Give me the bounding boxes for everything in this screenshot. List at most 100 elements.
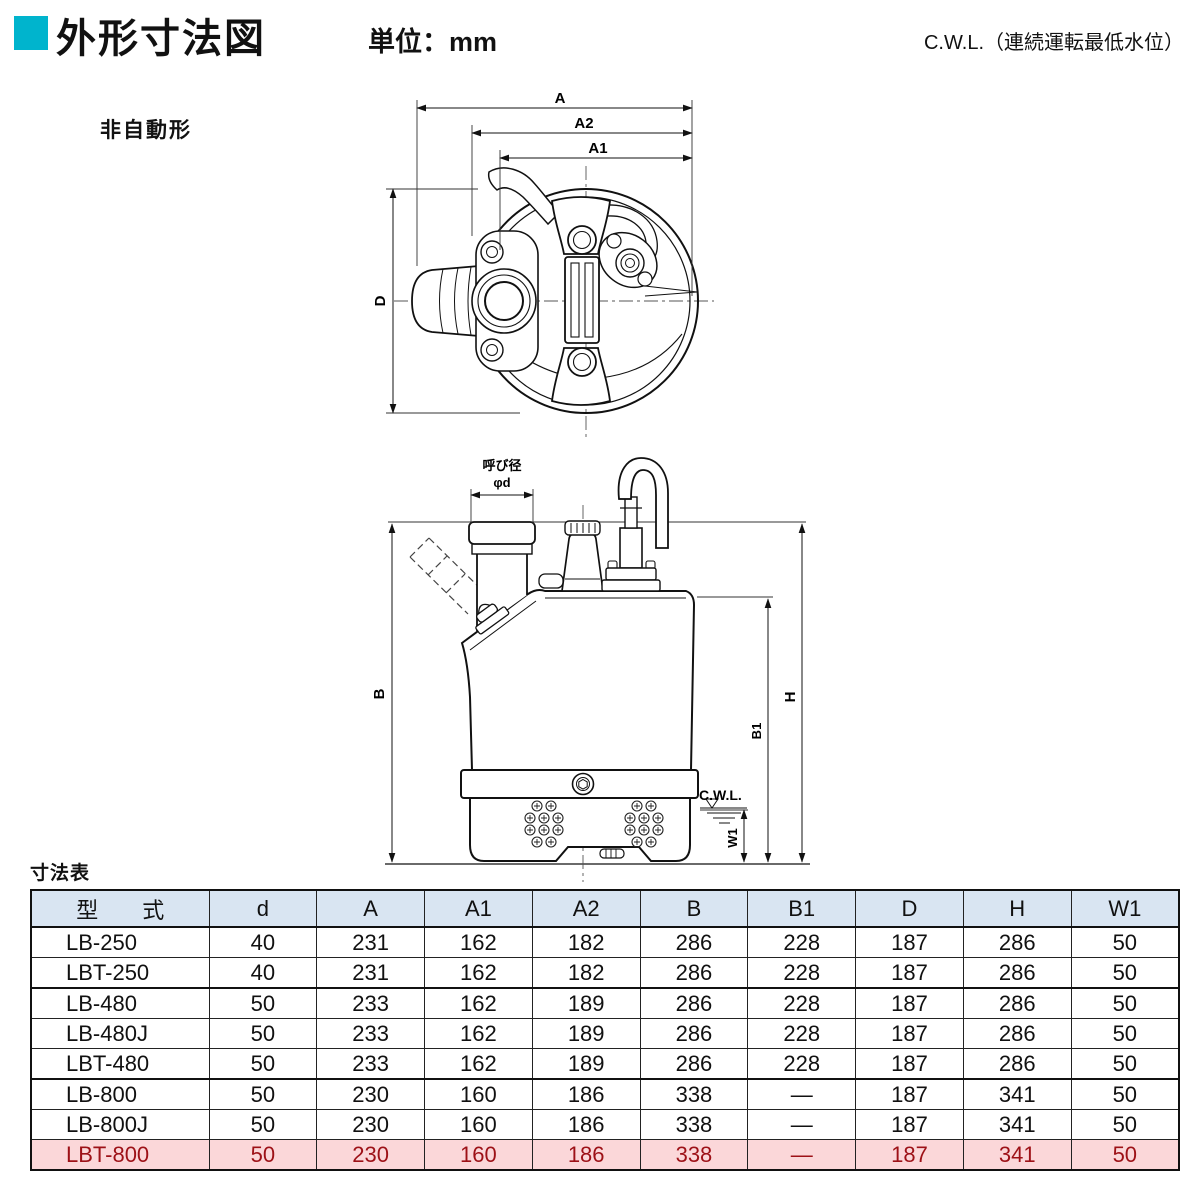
column-header: W1 bbox=[1070, 889, 1180, 928]
strainer bbox=[469, 797, 691, 862]
value-cell: 233 bbox=[316, 1018, 426, 1049]
side-view bbox=[385, 457, 810, 882]
hook bbox=[617, 457, 669, 549]
model-cell: LBT-800 bbox=[30, 1139, 210, 1171]
value-cell: 187 bbox=[855, 1139, 964, 1171]
value-cell: — bbox=[747, 1078, 857, 1110]
column-header: 型 式 bbox=[30, 889, 210, 928]
value-cell: 50 bbox=[208, 1048, 318, 1080]
type-label: 非自動形 bbox=[100, 119, 192, 142]
value-cell: 189 bbox=[531, 987, 641, 1019]
value-cell: 286 bbox=[639, 987, 749, 1019]
value-cell: 231 bbox=[316, 926, 426, 958]
value-cell: 341 bbox=[962, 1109, 1072, 1140]
value-cell: 162 bbox=[424, 957, 533, 989]
pump-body bbox=[460, 589, 696, 771]
unit-label: 単位：mm bbox=[368, 27, 498, 57]
value-cell: 162 bbox=[424, 987, 533, 1019]
value-cell: 50 bbox=[1070, 957, 1180, 989]
dim-label-b: B bbox=[371, 688, 388, 699]
column-header: D bbox=[855, 889, 964, 928]
dim-label-d: D bbox=[372, 295, 389, 306]
model-cell: LBT-480 bbox=[30, 1048, 210, 1080]
value-cell: 338 bbox=[639, 1109, 749, 1140]
value-cell: 50 bbox=[1070, 1018, 1180, 1049]
value-cell: 228 bbox=[747, 957, 857, 989]
value-cell: 286 bbox=[962, 957, 1072, 989]
dim-label-a: A bbox=[555, 90, 566, 107]
dim-label-h: H bbox=[782, 692, 799, 703]
water-level-symbol bbox=[700, 798, 747, 824]
value-cell: 189 bbox=[531, 1018, 641, 1049]
value-cell: 286 bbox=[962, 1048, 1072, 1080]
value-cell: 189 bbox=[531, 1048, 641, 1080]
value-cell: 286 bbox=[639, 926, 749, 958]
value-cell: 50 bbox=[1070, 926, 1180, 958]
model-cell: LB-480 bbox=[30, 987, 210, 1019]
value-cell: 50 bbox=[1070, 987, 1180, 1019]
value-cell: 338 bbox=[639, 1078, 749, 1110]
value-cell: 187 bbox=[855, 1109, 964, 1140]
column-header: d bbox=[208, 889, 318, 928]
value-cell: 40 bbox=[208, 926, 318, 958]
value-cell: 162 bbox=[424, 1048, 533, 1080]
dim-label-a1: A1 bbox=[588, 140, 607, 157]
value-cell: 160 bbox=[424, 1109, 533, 1140]
value-cell: 233 bbox=[316, 987, 426, 1019]
value-cell: — bbox=[747, 1109, 857, 1140]
value-cell: 286 bbox=[639, 1018, 749, 1049]
value-cell: 228 bbox=[747, 1018, 857, 1049]
top-view-dimensions: A A2 A1 D bbox=[372, 90, 693, 414]
value-cell: 230 bbox=[316, 1139, 426, 1171]
value-cell: 40 bbox=[208, 957, 318, 989]
value-cell: 50 bbox=[1070, 1078, 1180, 1110]
column-header: H bbox=[962, 889, 1072, 928]
value-cell: 160 bbox=[424, 1078, 533, 1110]
value-cell: 50 bbox=[1070, 1109, 1180, 1140]
value-cell: 230 bbox=[316, 1109, 426, 1140]
value-cell: 187 bbox=[855, 957, 964, 989]
column-header: A bbox=[316, 889, 426, 928]
page-title: 外形寸法図 bbox=[56, 17, 266, 61]
value-cell: 50 bbox=[208, 1139, 318, 1171]
value-cell: 186 bbox=[531, 1078, 641, 1110]
dimension-drawing: A A2 A1 D bbox=[371, 90, 810, 882]
value-cell: 186 bbox=[531, 1109, 641, 1140]
cwl-mark-label: C.W.L. bbox=[699, 787, 742, 803]
column-header: A1 bbox=[424, 889, 533, 928]
value-cell: 162 bbox=[424, 1018, 533, 1049]
side-view-dimensions: 呼び径 φd B H B1 W1 C.W.L. bbox=[371, 458, 806, 863]
value-cell: 50 bbox=[208, 1078, 318, 1110]
nominal-diameter-symbol: φd bbox=[493, 475, 510, 490]
dim-label-a2: A2 bbox=[574, 115, 593, 132]
table-caption: 寸法表 bbox=[30, 863, 91, 884]
value-cell: 50 bbox=[208, 987, 318, 1019]
value-cell: 228 bbox=[747, 987, 857, 1019]
top-view bbox=[394, 166, 714, 438]
cwl-note: C.W.L.（連続運転最低水位） bbox=[923, 32, 1184, 54]
dim-label-b1: B1 bbox=[749, 723, 764, 740]
accent-square bbox=[14, 16, 48, 50]
value-cell: 162 bbox=[424, 926, 533, 958]
value-cell: 187 bbox=[855, 1048, 964, 1080]
nominal-diameter-label: 呼び径 bbox=[482, 458, 521, 473]
value-cell: — bbox=[747, 1139, 857, 1171]
value-cell: 186 bbox=[531, 1139, 641, 1171]
value-cell: 286 bbox=[962, 987, 1072, 1019]
dim-label-w1: W1 bbox=[725, 828, 740, 848]
value-cell: 286 bbox=[639, 1048, 749, 1080]
model-cell: LB-480J bbox=[30, 1018, 210, 1049]
value-cell: 286 bbox=[962, 1018, 1072, 1049]
value-cell: 50 bbox=[1070, 1048, 1180, 1080]
model-cell: LB-800 bbox=[30, 1078, 210, 1110]
value-cell: 50 bbox=[1070, 1139, 1180, 1171]
column-header: A2 bbox=[531, 889, 641, 928]
